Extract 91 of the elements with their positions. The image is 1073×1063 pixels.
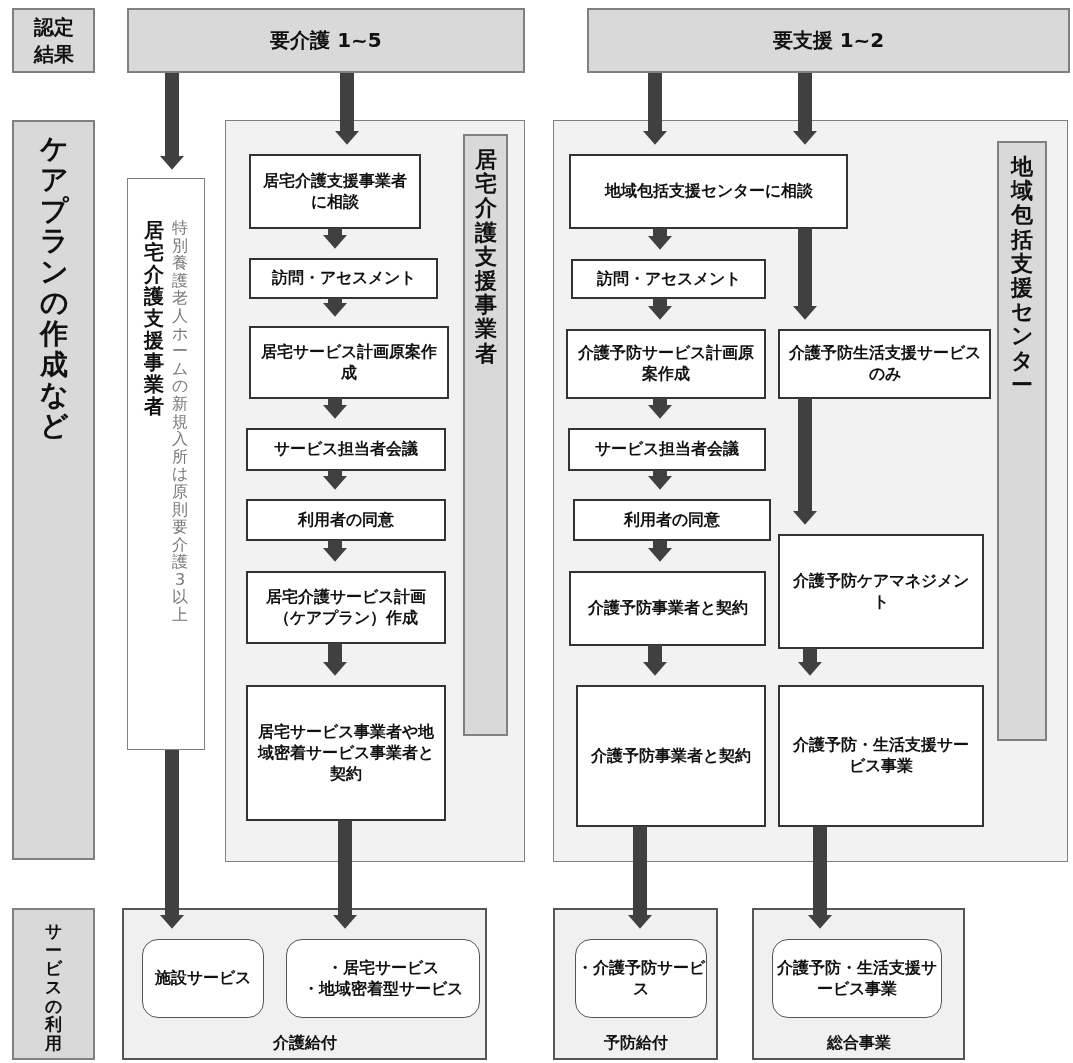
- box-label: 居宅介護サービス計画（ケアプラン）作成: [265, 586, 427, 629]
- box-label: 介護予防事業者と契約: [587, 598, 748, 619]
- band-label: 居宅介護支援事業者: [474, 148, 497, 366]
- process-box: [571, 259, 766, 299]
- arrow: [333, 820, 357, 929]
- box-label: 訪問・アセスメント: [596, 268, 741, 290]
- box-label: 居宅サービス事業者や地域密着サービス事業者と契約: [256, 721, 435, 785]
- box-label: 介護予防生活支援サービスのみ: [787, 343, 982, 385]
- provider-column: [127, 178, 205, 750]
- benefit-group: [752, 908, 965, 1060]
- process-box: [778, 329, 991, 399]
- section-panel: [225, 120, 525, 862]
- process-box: [778, 685, 984, 827]
- band-label: ケアプランの作成など: [39, 134, 68, 442]
- arrow: [160, 750, 184, 929]
- arrow: [648, 470, 672, 490]
- arrow: [643, 645, 667, 676]
- box-label: サービス担当者会議: [595, 439, 739, 460]
- service-box: [772, 939, 942, 1018]
- arrow: [323, 398, 347, 419]
- arrow: [648, 298, 672, 320]
- box-label: ・居宅サービス: [327, 957, 439, 979]
- arrow: [335, 73, 359, 145]
- benefit-group: [122, 908, 487, 1060]
- side-band: [12, 120, 95, 860]
- arrow: [323, 228, 347, 249]
- box-label: 介護予防サービス計画原案作成: [577, 343, 755, 385]
- arrow: [323, 470, 347, 490]
- arrow: [793, 73, 817, 145]
- process-box: [569, 154, 848, 229]
- band-label: サービスの利用: [45, 922, 62, 1053]
- side-band: [463, 134, 508, 736]
- header-label: 要支援 1~2: [772, 27, 885, 54]
- benefit-group: [553, 908, 718, 1060]
- process-box: [568, 428, 766, 471]
- arrow: [643, 73, 667, 145]
- box-label: サービス担当者会議: [274, 439, 418, 460]
- box-label: ・地域密着型サービス: [303, 978, 463, 1000]
- arrow: [648, 398, 672, 419]
- column-note: 特別養護老人ホームの新規入所は原則要介護3以上: [172, 219, 188, 624]
- arrow: [323, 643, 347, 676]
- box-label: ・介護予防サービス: [576, 957, 706, 1000]
- process-box: [246, 571, 446, 644]
- arrow: [160, 73, 184, 170]
- column-label: 居宅介護支援事業者: [144, 219, 164, 417]
- process-box: [246, 685, 446, 821]
- header-label: 認定結果: [32, 13, 75, 68]
- arrow: [628, 826, 652, 929]
- process-box: [566, 329, 766, 399]
- side-band: [997, 141, 1047, 741]
- box-label: 施設サービス: [155, 968, 251, 989]
- side-band: [12, 908, 95, 1060]
- header-box: [127, 8, 525, 73]
- group-label: 予防給付: [603, 1033, 668, 1054]
- arrow: [323, 540, 347, 562]
- arrow: [648, 540, 672, 562]
- band-label: 地域包括支援センター: [1011, 155, 1033, 397]
- box-label: 介護予防・生活支援サービス事業: [776, 957, 938, 1000]
- box-label: 居宅介護支援事業者に相談: [262, 170, 408, 213]
- arrow: [798, 648, 822, 676]
- box-label: 地域包括支援センターに相談: [604, 181, 813, 202]
- process-box: [249, 258, 438, 299]
- box-label: 介護予防ケアマネジメント: [792, 570, 970, 613]
- box-label: 介護予防事業者と契約: [591, 745, 751, 767]
- header-label: 要介護 1~5: [270, 27, 382, 54]
- process-box: [778, 534, 984, 649]
- process-box: [249, 326, 449, 399]
- process-box: [573, 499, 771, 541]
- box-label: 利用者の同意: [624, 509, 720, 531]
- box-label: 利用者の同意: [298, 509, 394, 531]
- group-label: 総合事業: [826, 1033, 891, 1054]
- box-label: 介護予防・生活支援サービス事業: [792, 735, 970, 777]
- arrow: [793, 228, 817, 320]
- box-label: 訪問・アセスメント: [271, 268, 416, 289]
- service-box: [575, 939, 707, 1018]
- header-box: [12, 8, 95, 73]
- header-box: [587, 8, 1070, 73]
- process-box: [569, 571, 766, 646]
- arrow: [793, 398, 817, 525]
- arrow: [808, 826, 832, 929]
- arrow: [648, 228, 672, 250]
- service-box: [286, 939, 480, 1018]
- process-box: [576, 685, 766, 827]
- process-box: [246, 499, 446, 541]
- section-panel: [553, 120, 1068, 862]
- group-label: 介護給付: [272, 1033, 337, 1054]
- service-box: [142, 939, 264, 1018]
- box-label: 居宅サービス計画原案作成: [260, 341, 438, 384]
- process-box: [246, 428, 446, 471]
- arrow: [323, 298, 347, 317]
- process-box: [249, 154, 421, 229]
